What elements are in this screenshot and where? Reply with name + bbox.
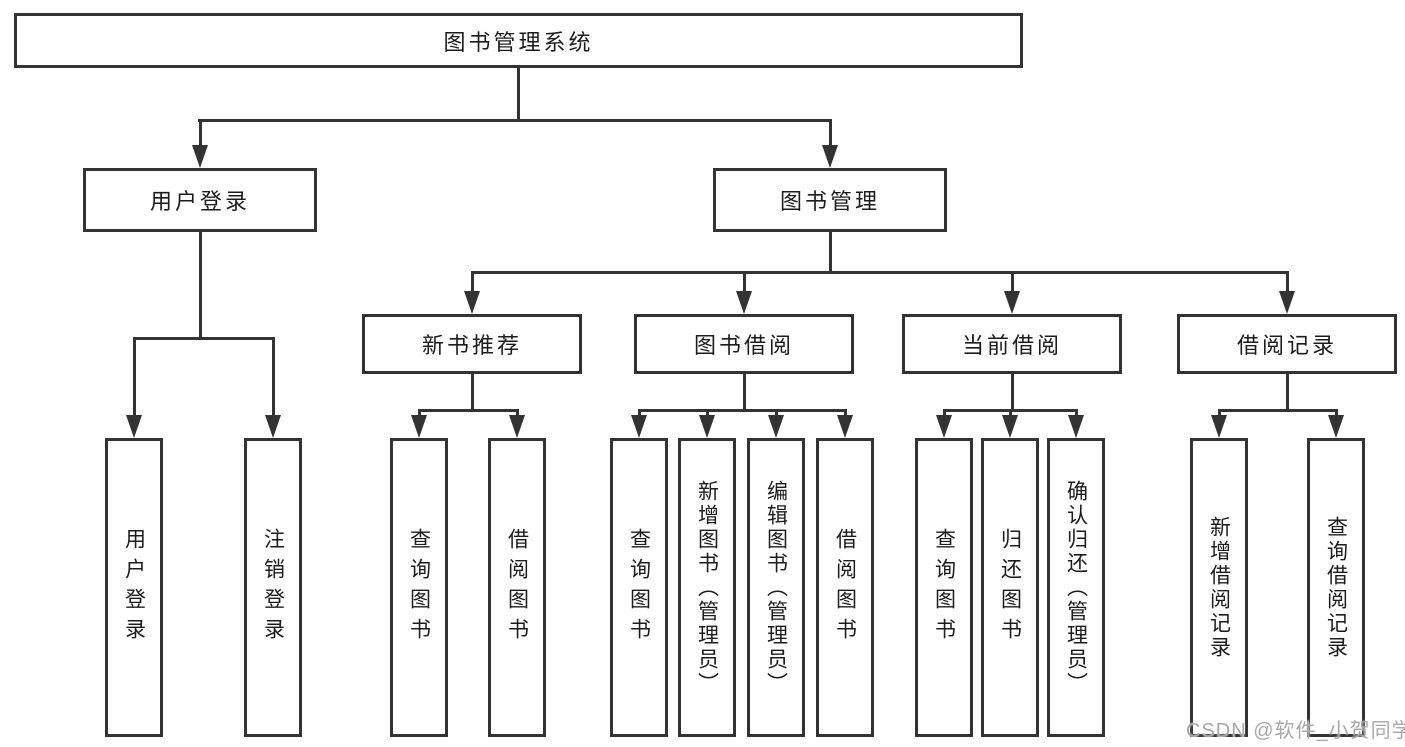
node-book-borrowing: 图书借阅 — [634, 314, 854, 374]
leaf-query-books-recommend: 查询图书 — [390, 438, 448, 737]
connector-book-borrowing-stem — [742, 374, 746, 409]
arrow-down-icon — [768, 415, 784, 438]
arrow-down-icon — [265, 415, 281, 438]
connector-root-stem — [517, 68, 520, 119]
connector-level3-rail — [470, 271, 1289, 274]
connector-to-user-login — [198, 119, 202, 147]
connector-to-borrowing-records — [1285, 271, 1289, 293]
node-library-management-system: 图书管理系统 — [14, 13, 1023, 68]
leaf-borrow-books-borrowing: 借阅图书 — [816, 438, 874, 737]
arrow-down-icon — [631, 415, 647, 438]
connector-new-book-recommend-stem — [470, 374, 474, 409]
connector-leaf — [774, 409, 778, 417]
leaf-return-books: 归还图书 — [981, 438, 1039, 737]
arrow-down-icon — [1279, 291, 1295, 314]
connector-to-new-book-recommend — [470, 271, 474, 293]
leaf-confirm-return-admin: 确认归还（管理员） — [1047, 438, 1105, 737]
node-book-management: 图书管理 — [713, 168, 947, 232]
arrow-down-icon — [509, 415, 525, 438]
arrow-down-icon — [736, 291, 752, 314]
connector-to-book-management — [828, 119, 832, 147]
connector-leaf — [515, 409, 519, 417]
connector-to-current-borrowing — [1010, 271, 1014, 293]
arrow-down-icon — [822, 145, 838, 168]
arrow-down-icon — [411, 415, 427, 438]
connector-leaf — [1008, 409, 1012, 417]
arrow-down-icon — [1328, 415, 1344, 438]
arrow-down-icon — [1211, 415, 1227, 438]
leaf-query-borrow-record: 查询借阅记录 — [1307, 438, 1365, 737]
arrow-down-icon — [837, 415, 853, 438]
connector-user-login-rail — [132, 337, 275, 340]
connector-leaf — [1074, 409, 1078, 417]
connector-borrowing-records-stem — [1285, 374, 1289, 409]
arrow-down-icon — [699, 415, 715, 438]
connector-level2-rail — [198, 119, 832, 122]
connector-leaf — [637, 409, 641, 417]
connector-to-leaf-user-login — [132, 337, 136, 415]
leaf-add-borrow-record: 新增借阅记录 — [1190, 438, 1248, 737]
connector-leaf — [843, 409, 847, 417]
connector-leaf — [1334, 409, 1338, 417]
leaf-borrow-books-recommend: 借阅图书 — [488, 438, 546, 737]
connector-leaf — [1217, 409, 1221, 417]
arrow-down-icon — [464, 291, 480, 314]
connector-borrowing-rail — [637, 409, 847, 412]
arrow-down-icon — [1068, 415, 1084, 438]
node-new-book-recommend: 新书推荐 — [362, 314, 582, 374]
arrow-down-icon — [1004, 291, 1020, 314]
arrow-down-icon — [126, 415, 142, 438]
connector-records-rail — [1217, 409, 1338, 412]
arrow-down-icon — [936, 415, 952, 438]
connector-to-book-borrowing — [742, 271, 746, 293]
leaf-edit-books-admin: 编辑图书（管理员） — [747, 438, 805, 737]
connector-current-borrowing-stem — [1010, 374, 1014, 409]
arrow-down-icon — [192, 145, 208, 168]
csdn-watermark: CSDN @软件_小贺同学 — [1186, 720, 1405, 742]
leaf-add-books-admin: 新增图书（管理员） — [678, 438, 736, 737]
node-user-login: 用户登录 — [83, 168, 317, 232]
connector-recommend-rail — [417, 409, 519, 412]
connector-to-leaf-logout — [271, 337, 275, 415]
connector-user-login-stem — [198, 232, 202, 337]
connector-book-management-stem — [828, 232, 832, 274]
arrow-down-icon — [1002, 415, 1018, 438]
leaf-query-books-borrowing: 查询图书 — [610, 438, 668, 737]
leaf-user-login: 用户登录 — [105, 438, 163, 737]
leaf-logout: 注销登录 — [244, 438, 302, 737]
leaf-query-books-current: 查询图书 — [915, 438, 973, 737]
connector-leaf — [705, 409, 709, 417]
connector-leaf — [417, 409, 421, 417]
node-current-borrowing: 当前借阅 — [902, 314, 1122, 374]
node-borrowing-records: 借阅记录 — [1177, 314, 1397, 374]
connector-leaf — [942, 409, 946, 417]
